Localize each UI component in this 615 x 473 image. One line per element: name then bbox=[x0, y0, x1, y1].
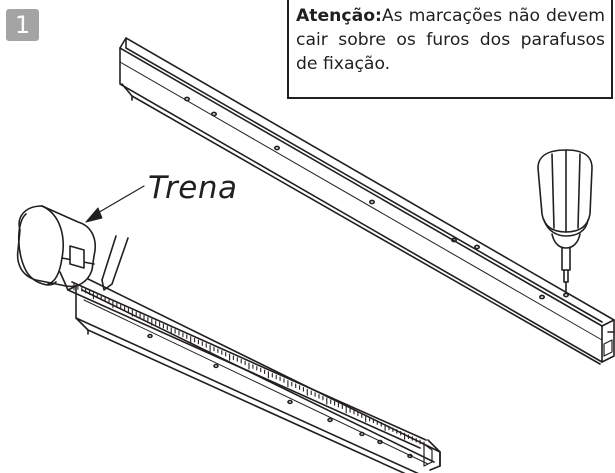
upper-rail bbox=[119, 37, 615, 365]
pencil-icon bbox=[101, 235, 129, 291]
attention-text: As marcações não devem cair sobre os fur… bbox=[296, 6, 605, 74]
screwdriver-icon bbox=[537, 149, 593, 293]
tape-measure-icon bbox=[16, 205, 96, 291]
tape-label: Trena bbox=[148, 170, 238, 206]
step-number-badge: 1 bbox=[6, 9, 39, 41]
lower-rail bbox=[75, 275, 441, 473]
attention-note: Atenção:As marcações não devem cair sobr… bbox=[287, 0, 613, 99]
tape-blade bbox=[67, 281, 427, 449]
attention-title: Atenção: bbox=[296, 6, 382, 26]
pointer-arrow-icon bbox=[85, 185, 145, 223]
